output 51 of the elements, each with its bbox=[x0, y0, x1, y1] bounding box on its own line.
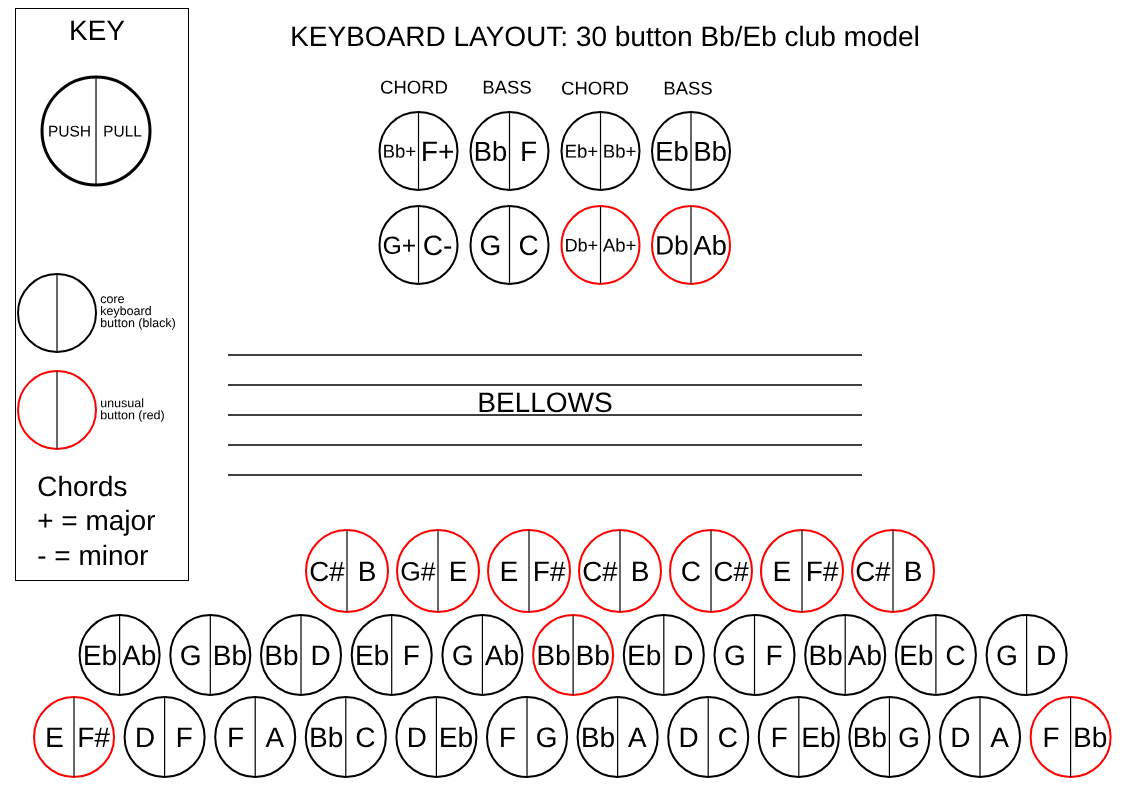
key-text: Chords bbox=[38, 475, 127, 497]
note-button: E F# bbox=[33, 696, 115, 778]
note-button: Bb F bbox=[469, 111, 550, 191]
note-button: Eb C bbox=[894, 614, 977, 696]
note-button: C C# bbox=[669, 529, 753, 613]
column-heading: CHORD bbox=[562, 81, 629, 95]
note-button: G D bbox=[985, 614, 1068, 696]
note-button: E F# bbox=[760, 529, 844, 613]
note-button: Eb Bb bbox=[651, 111, 731, 191]
note-button: Db Ab bbox=[651, 205, 731, 285]
bellows-label: BELLOWS bbox=[479, 392, 612, 413]
note-button: C# B bbox=[851, 529, 935, 613]
note-button: Bb G bbox=[848, 696, 931, 778]
note-button: E F# bbox=[487, 529, 571, 613]
legend-text: unusual button (red) bbox=[101, 398, 164, 422]
key-text: + = major bbox=[38, 509, 155, 536]
column-heading: BASS bbox=[664, 81, 712, 95]
key-text: - = minor bbox=[38, 544, 148, 566]
note-button: G Ab bbox=[441, 614, 524, 696]
note-button: Eb F bbox=[350, 614, 433, 696]
note-button: D A bbox=[939, 696, 1021, 778]
note-button: F G bbox=[486, 696, 568, 778]
note-button: Eb Ab bbox=[78, 614, 161, 696]
column-heading: BASS bbox=[483, 80, 531, 94]
note-button: G C bbox=[469, 205, 550, 285]
note-button: F A bbox=[214, 696, 297, 778]
note-button: C# B bbox=[578, 529, 662, 613]
note-button: Bb A bbox=[576, 696, 659, 778]
note-button: F Bb bbox=[1029, 696, 1112, 778]
note-button: G Bb bbox=[169, 614, 252, 696]
note-button: Bb Bb bbox=[532, 614, 615, 696]
note-button: F Eb bbox=[757, 696, 840, 778]
legend-text: core keyboard button (black) bbox=[100, 296, 175, 330]
note-button: C# B bbox=[305, 529, 389, 613]
note-button: PUSH PULL bbox=[40, 75, 152, 187]
note-button: G# E bbox=[396, 529, 480, 613]
note-button: Eb+ Bb+ bbox=[560, 111, 641, 191]
note-button: Bb+ F+ bbox=[378, 111, 459, 191]
panel-heading: KEY bbox=[71, 20, 125, 40]
note-button: D F bbox=[123, 696, 206, 778]
note-button: G F bbox=[713, 614, 796, 696]
column-heading: CHORD bbox=[381, 80, 448, 94]
note-button: Bb D bbox=[260, 614, 342, 696]
note-button: D Eb bbox=[395, 696, 478, 778]
note-button: D C bbox=[667, 696, 750, 778]
note-button: Bb Ab bbox=[804, 614, 887, 696]
note-button: G+ C- bbox=[378, 205, 459, 285]
title: KEYBOARD LAYOUT: 30 button Bb/Eb club model bbox=[292, 25, 918, 47]
note-button: Eb D bbox=[622, 614, 705, 696]
note-button: Bb C bbox=[304, 696, 387, 778]
note-button: Db+ Ab+ bbox=[560, 205, 641, 285]
